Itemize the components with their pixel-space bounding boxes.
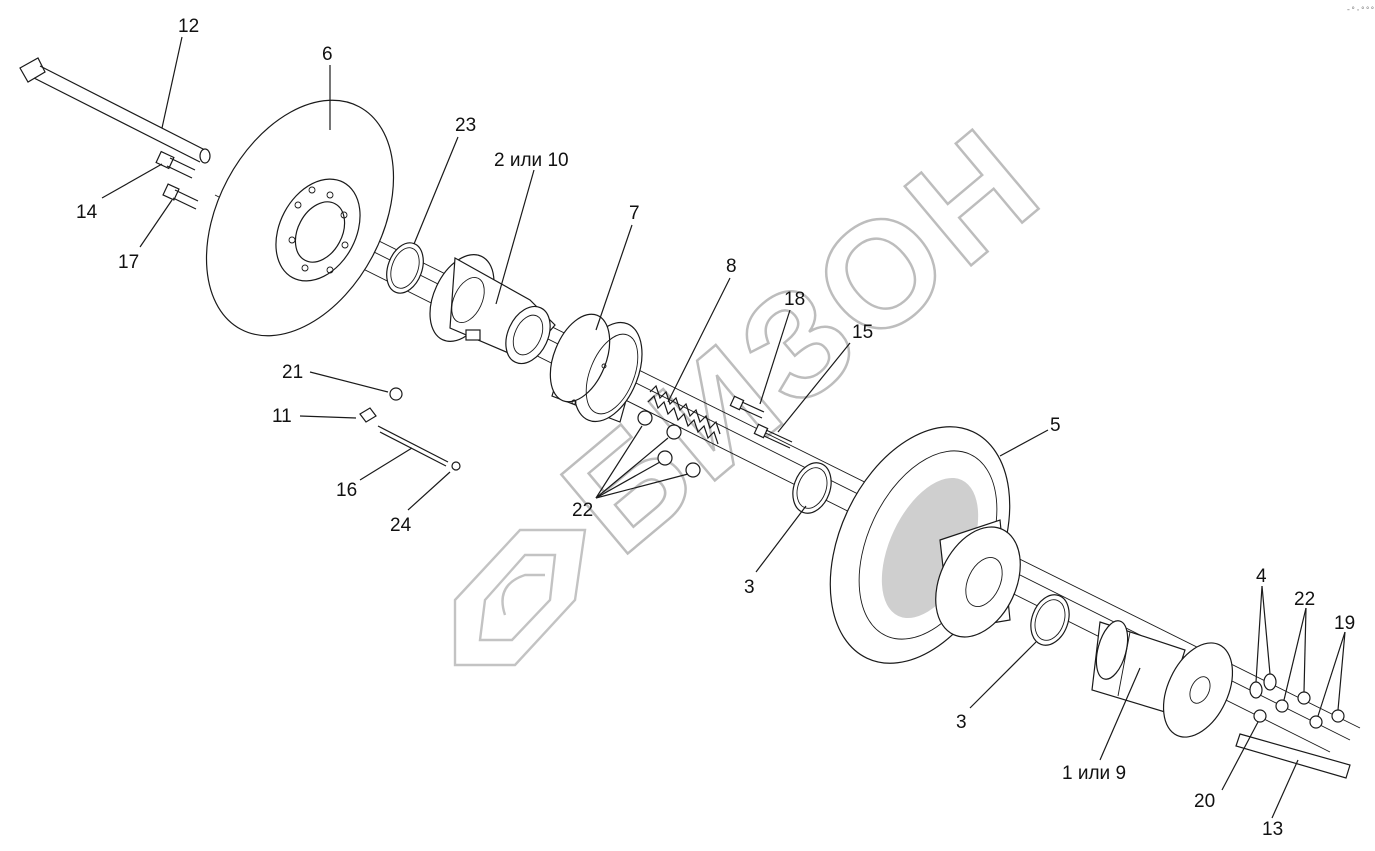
callout-16: 16 [336,480,357,501]
callout-13: 13 [1262,819,1283,840]
bolt-17 [162,183,199,210]
callout-21: 21 [282,362,303,383]
callout-4: 4 [1256,566,1267,587]
nut-21 [389,387,403,401]
watermark-logo-icon [453,528,587,667]
snap-ring-3b [1030,594,1070,646]
nut-24 [451,461,461,471]
callout-labels: 12 6 23 2 или 10 7 8 18 15 14 17 21 11 1… [76,16,1355,840]
shaft-1-or-9 [1091,620,1186,713]
callout-5: 5 [1050,415,1061,436]
disc-6 [205,99,395,337]
callout-23: 23 [455,115,476,136]
callout-18: 18 [784,289,805,310]
nuts-19 [1309,709,1345,729]
callout-24: 24 [390,515,412,536]
hub-2-or-10 [429,254,556,365]
corner-mark: -°·°°° [1346,6,1375,15]
bolt-12 [19,57,211,164]
callout-22-right: 22 [1294,589,1315,610]
bolt-14 [155,150,196,179]
callout-15: 15 [852,322,873,343]
callout-17: 17 [118,252,139,273]
callout-12: 12 [178,16,199,37]
cup-7 [549,313,643,423]
nuts-22-right [1275,691,1311,713]
leader-lines [101,36,1346,819]
callout-2-or-10: 2 или 10 [494,150,569,171]
pin-18 [729,395,765,419]
rod-16 [377,425,449,467]
callout-19: 19 [1334,613,1355,634]
end-flange [1162,642,1234,738]
callout-3-upper: 3 [744,577,755,598]
callout-14: 14 [76,202,98,223]
callout-20: 20 [1194,791,1215,812]
callout-3-lower: 3 [956,712,967,733]
callout-6: 6 [322,44,333,65]
snap-ring-23 [386,242,424,294]
nuts-22-group [637,410,701,478]
rod-13 [1235,733,1351,779]
nut-20 [1253,709,1267,723]
washers-4 [1249,673,1277,699]
pin-15 [753,423,793,449]
callout-7: 7 [629,203,640,224]
callout-8: 8 [726,256,737,277]
callout-22-left: 22 [572,500,593,521]
callout-1-or-9: 1 или 9 [1062,763,1126,784]
snap-ring-3a [792,462,832,514]
fitting-11 [359,407,377,423]
spring-8 [647,384,721,445]
pulley-5 [829,426,1021,664]
callout-11: 11 [272,406,292,427]
